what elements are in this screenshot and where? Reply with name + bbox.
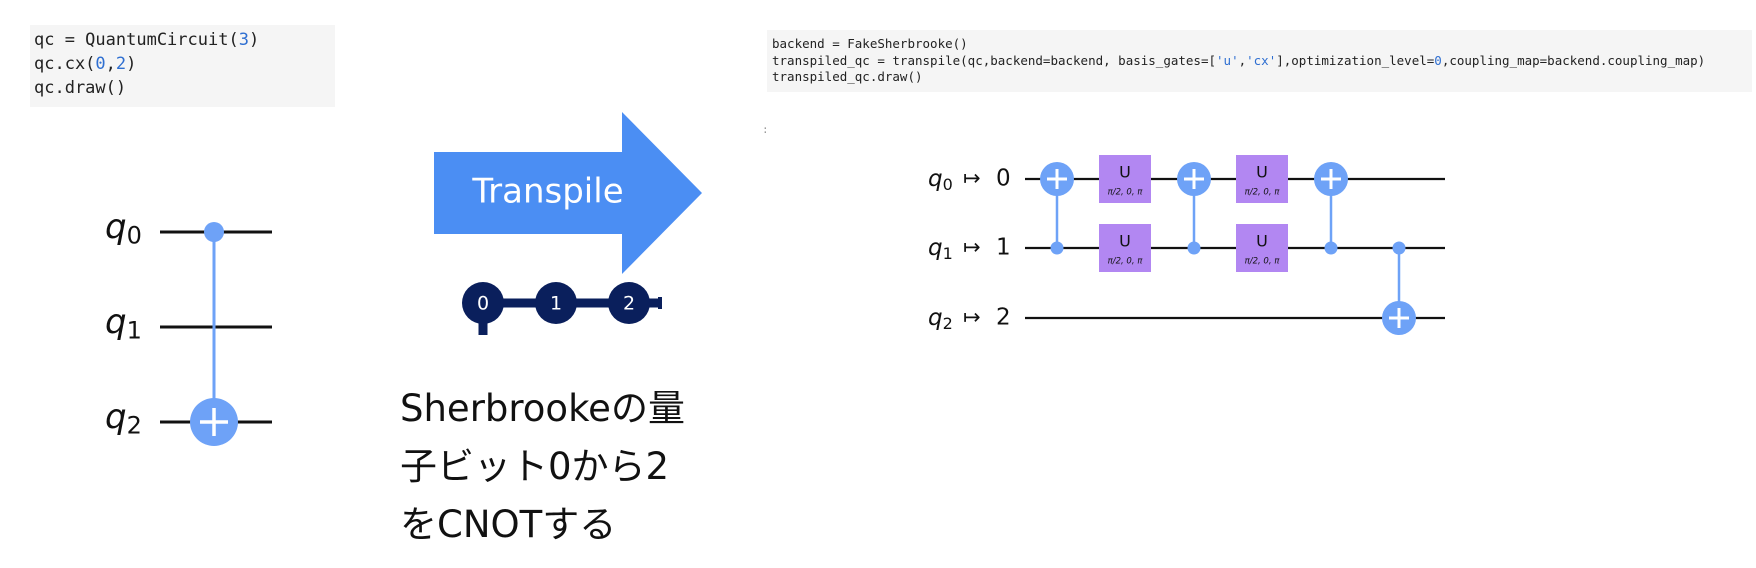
mapping-arrow: ↦ <box>963 235 981 259</box>
qubit-label: q0 <box>928 166 953 194</box>
u-gate-box <box>1236 155 1288 203</box>
u-gate-box <box>1099 155 1151 203</box>
qubit-node <box>608 282 650 324</box>
qubit-label: q1 <box>105 302 142 345</box>
transpile-arrow <box>434 112 702 274</box>
mapping-arrow: ↦ <box>963 305 981 329</box>
control-dot <box>1187 241 1201 255</box>
code-line-2: qc.cx(0,2) <box>34 54 137 74</box>
u-gate-label: U <box>1256 232 1268 251</box>
u-gate-params: π/2, 0, π <box>1245 188 1281 198</box>
transpiled-circuit-diagram: q0 ↦ 0 q1 ↦ 1 q2 ↦ 2 Uπ/2, 0, π Uπ/2, 0, π Uπ/2, 0… <box>928 155 1445 335</box>
code-line-1: qc = QuantumCircuit(3) <box>34 30 260 50</box>
qubit-label: q1 <box>928 235 953 263</box>
control-dot <box>1050 241 1064 255</box>
transpile-arrow-diagram: Transpile 0 1 2 <box>434 112 702 335</box>
code-line-3: qc.draw() <box>34 78 127 98</box>
u-gate-params: π/2, 0, π <box>1108 257 1144 267</box>
qubit-node <box>535 282 577 324</box>
description-line-1: Sherbrookeの量 <box>400 387 685 430</box>
u-gate-label: U <box>1256 163 1268 182</box>
coupling-map: 0 1 2 <box>462 282 662 335</box>
control-dot <box>1392 241 1406 255</box>
control-dot <box>1324 241 1338 255</box>
physical-qubit-label: 0 <box>996 166 1011 192</box>
code-cell-transpile: backend = FakeSherbrooke() transpiled_qc… <box>767 30 1752 92</box>
qubit-node-label: 1 <box>550 293 562 315</box>
code-cell-circuit: qc = QuantumCircuit(3) qc.cx(0,2) qc.dra… <box>30 25 335 107</box>
qubit-node-label: 2 <box>623 293 635 315</box>
description-line-2: 子ビット0から2 <box>400 445 670 488</box>
output-marker: : <box>762 123 769 136</box>
code-line-1: backend = FakeSherbrooke() <box>772 36 968 51</box>
mapping-arrow: ↦ <box>963 166 981 190</box>
u-gate-label: U <box>1119 163 1131 182</box>
qubit-node-label: 0 <box>477 293 489 315</box>
u-gate-box <box>1099 224 1151 272</box>
transpile-label: Transpile <box>471 172 623 212</box>
qubit-label: q2 <box>105 397 142 440</box>
original-circuit-diagram: q0 q1 q2 <box>105 207 272 446</box>
code-line-2: transpiled_qc = transpile(qc,backend=bac… <box>772 52 1706 68</box>
u-gate-params: π/2, 0, π <box>1108 188 1144 198</box>
u-gate-box <box>1236 224 1288 272</box>
code-line-3: transpiled_qc.draw() <box>772 69 923 84</box>
u-gate-label: U <box>1119 232 1131 251</box>
qubit-label: q2 <box>928 305 953 333</box>
qubit-label: q0 <box>105 207 142 250</box>
description-line-3: をCNOTする <box>400 503 617 546</box>
physical-qubit-label: 2 <box>996 305 1011 331</box>
u-gate-params: π/2, 0, π <box>1245 257 1281 267</box>
physical-qubit-label: 1 <box>996 235 1011 261</box>
qubit-node <box>462 282 504 324</box>
description-text: Sherbrookeの量 子ビット0から2 をCNOTする <box>400 380 685 554</box>
control-dot <box>204 222 224 242</box>
